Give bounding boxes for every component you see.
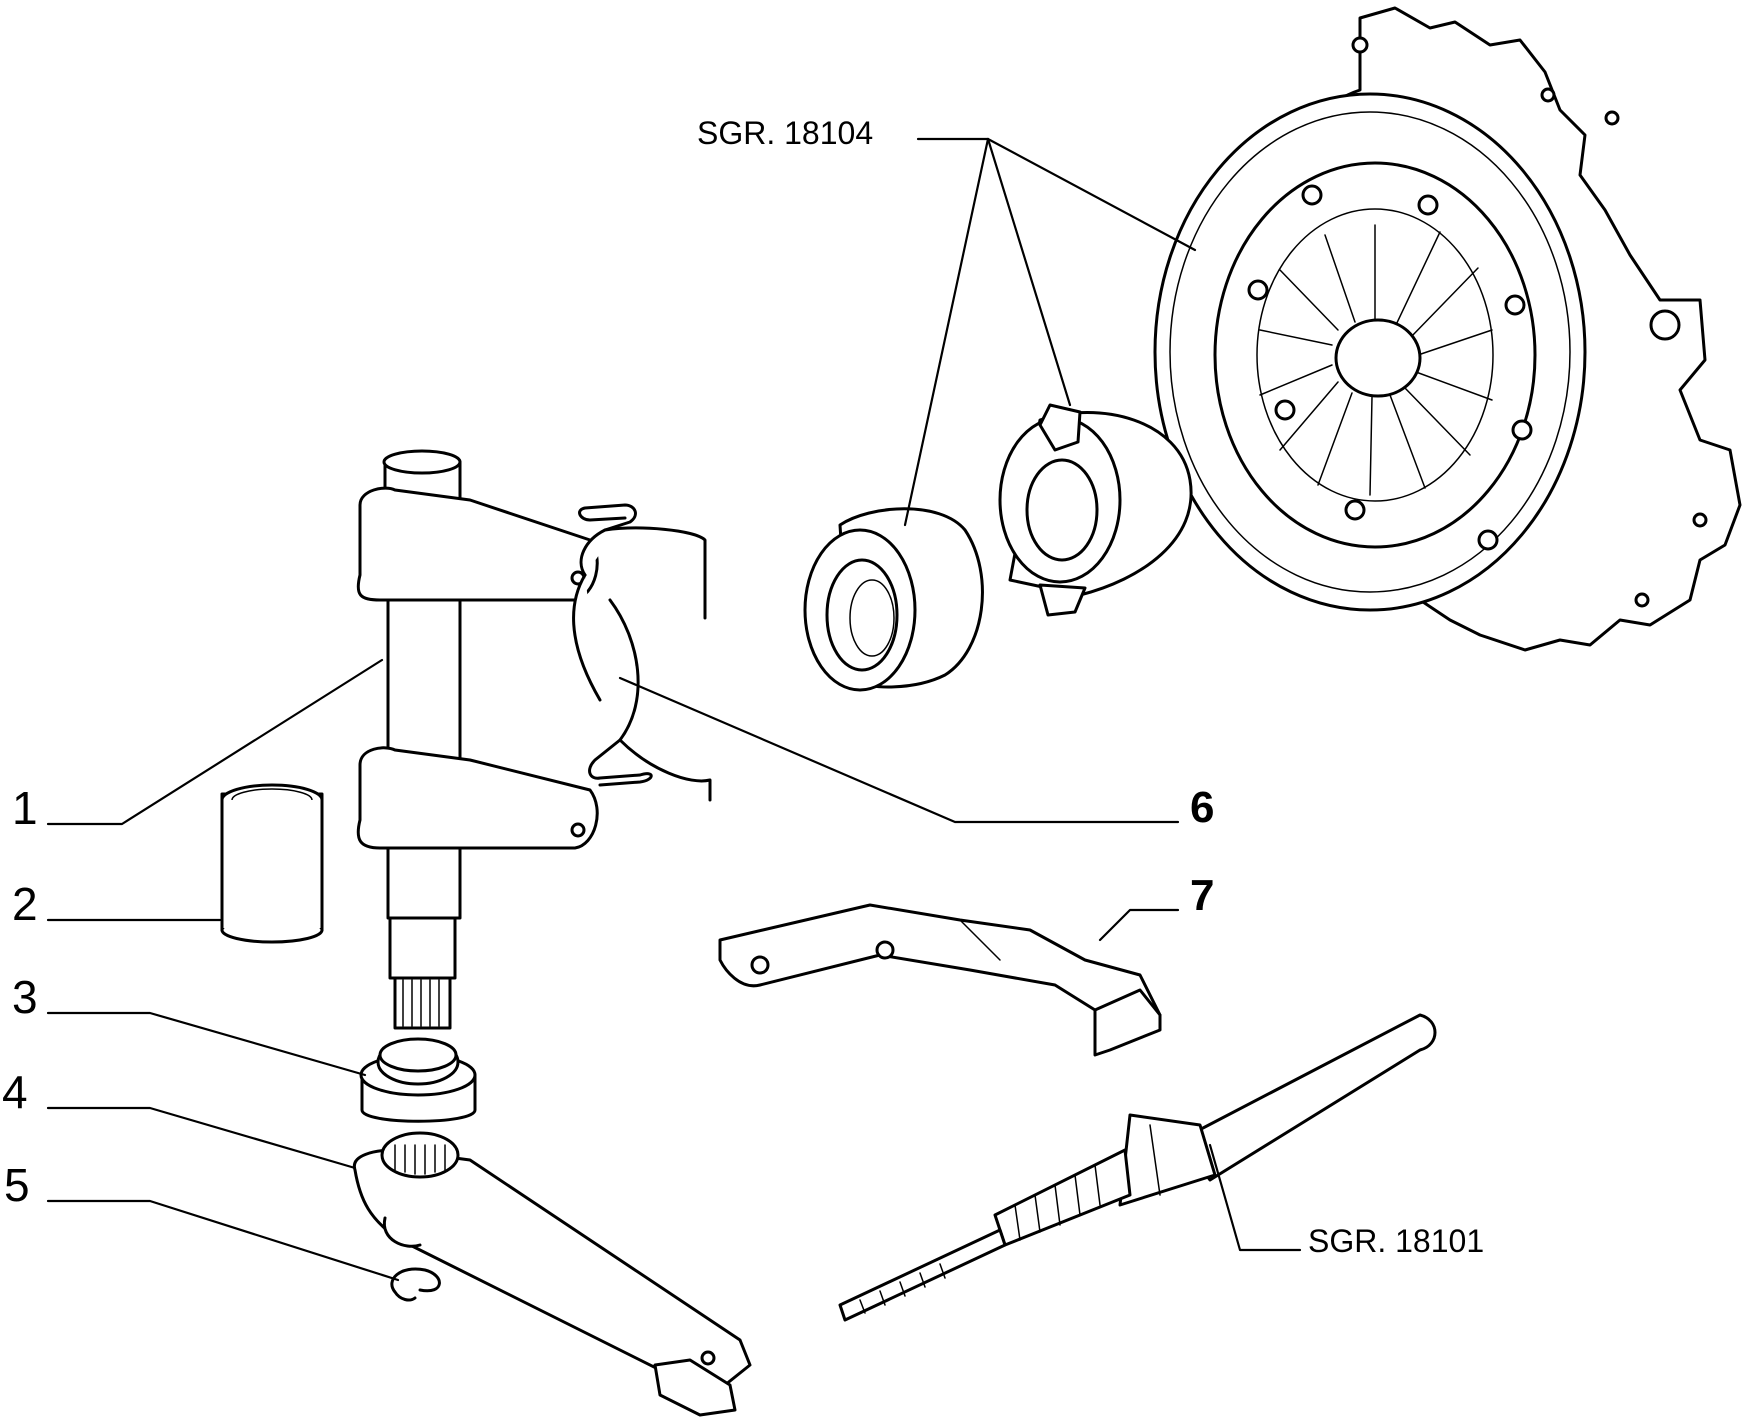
leader-sgr-18104 (903, 137, 1197, 527)
leader-sgr-18101 (1208, 1143, 1302, 1252)
clutch-pressure-plate (1153, 6, 1742, 652)
release-bearing (803, 507, 984, 692)
bracket (718, 903, 1162, 1057)
circlip (390, 1267, 441, 1302)
callout-4: 4 (2, 1066, 28, 1118)
leader-callout-6 (618, 676, 1180, 824)
leader-callout-5 (46, 1199, 400, 1282)
callout-1: 1 (12, 782, 38, 834)
leader-callout-4 (46, 1106, 357, 1170)
leader-callout-1 (46, 658, 384, 826)
diaphragm-spring (1259, 224, 1493, 496)
leader-callout-3 (46, 1011, 367, 1077)
reference-label-clutch-cable: SGR. 18101 (1308, 1223, 1484, 1259)
clutch-cable (838, 1013, 1437, 1322)
bushing (220, 783, 324, 944)
release-fork-shaft (356, 449, 599, 1030)
callout-6: 6 (1190, 783, 1214, 832)
rivets (1247, 36, 1708, 608)
release-lever (352, 1131, 752, 1417)
retaining-spring (572, 503, 712, 802)
oil-seal (359, 1037, 477, 1123)
callout-3: 3 (12, 971, 38, 1023)
callout-5: 5 (4, 1159, 30, 1211)
reference-label-clutch-assembly: SGR. 18104 (697, 115, 873, 151)
release-bearing-with-carrier (998, 403, 1193, 617)
leader-callout-7 (1098, 908, 1180, 942)
callout-2: 2 (12, 878, 38, 930)
callout-7: 7 (1190, 871, 1214, 920)
